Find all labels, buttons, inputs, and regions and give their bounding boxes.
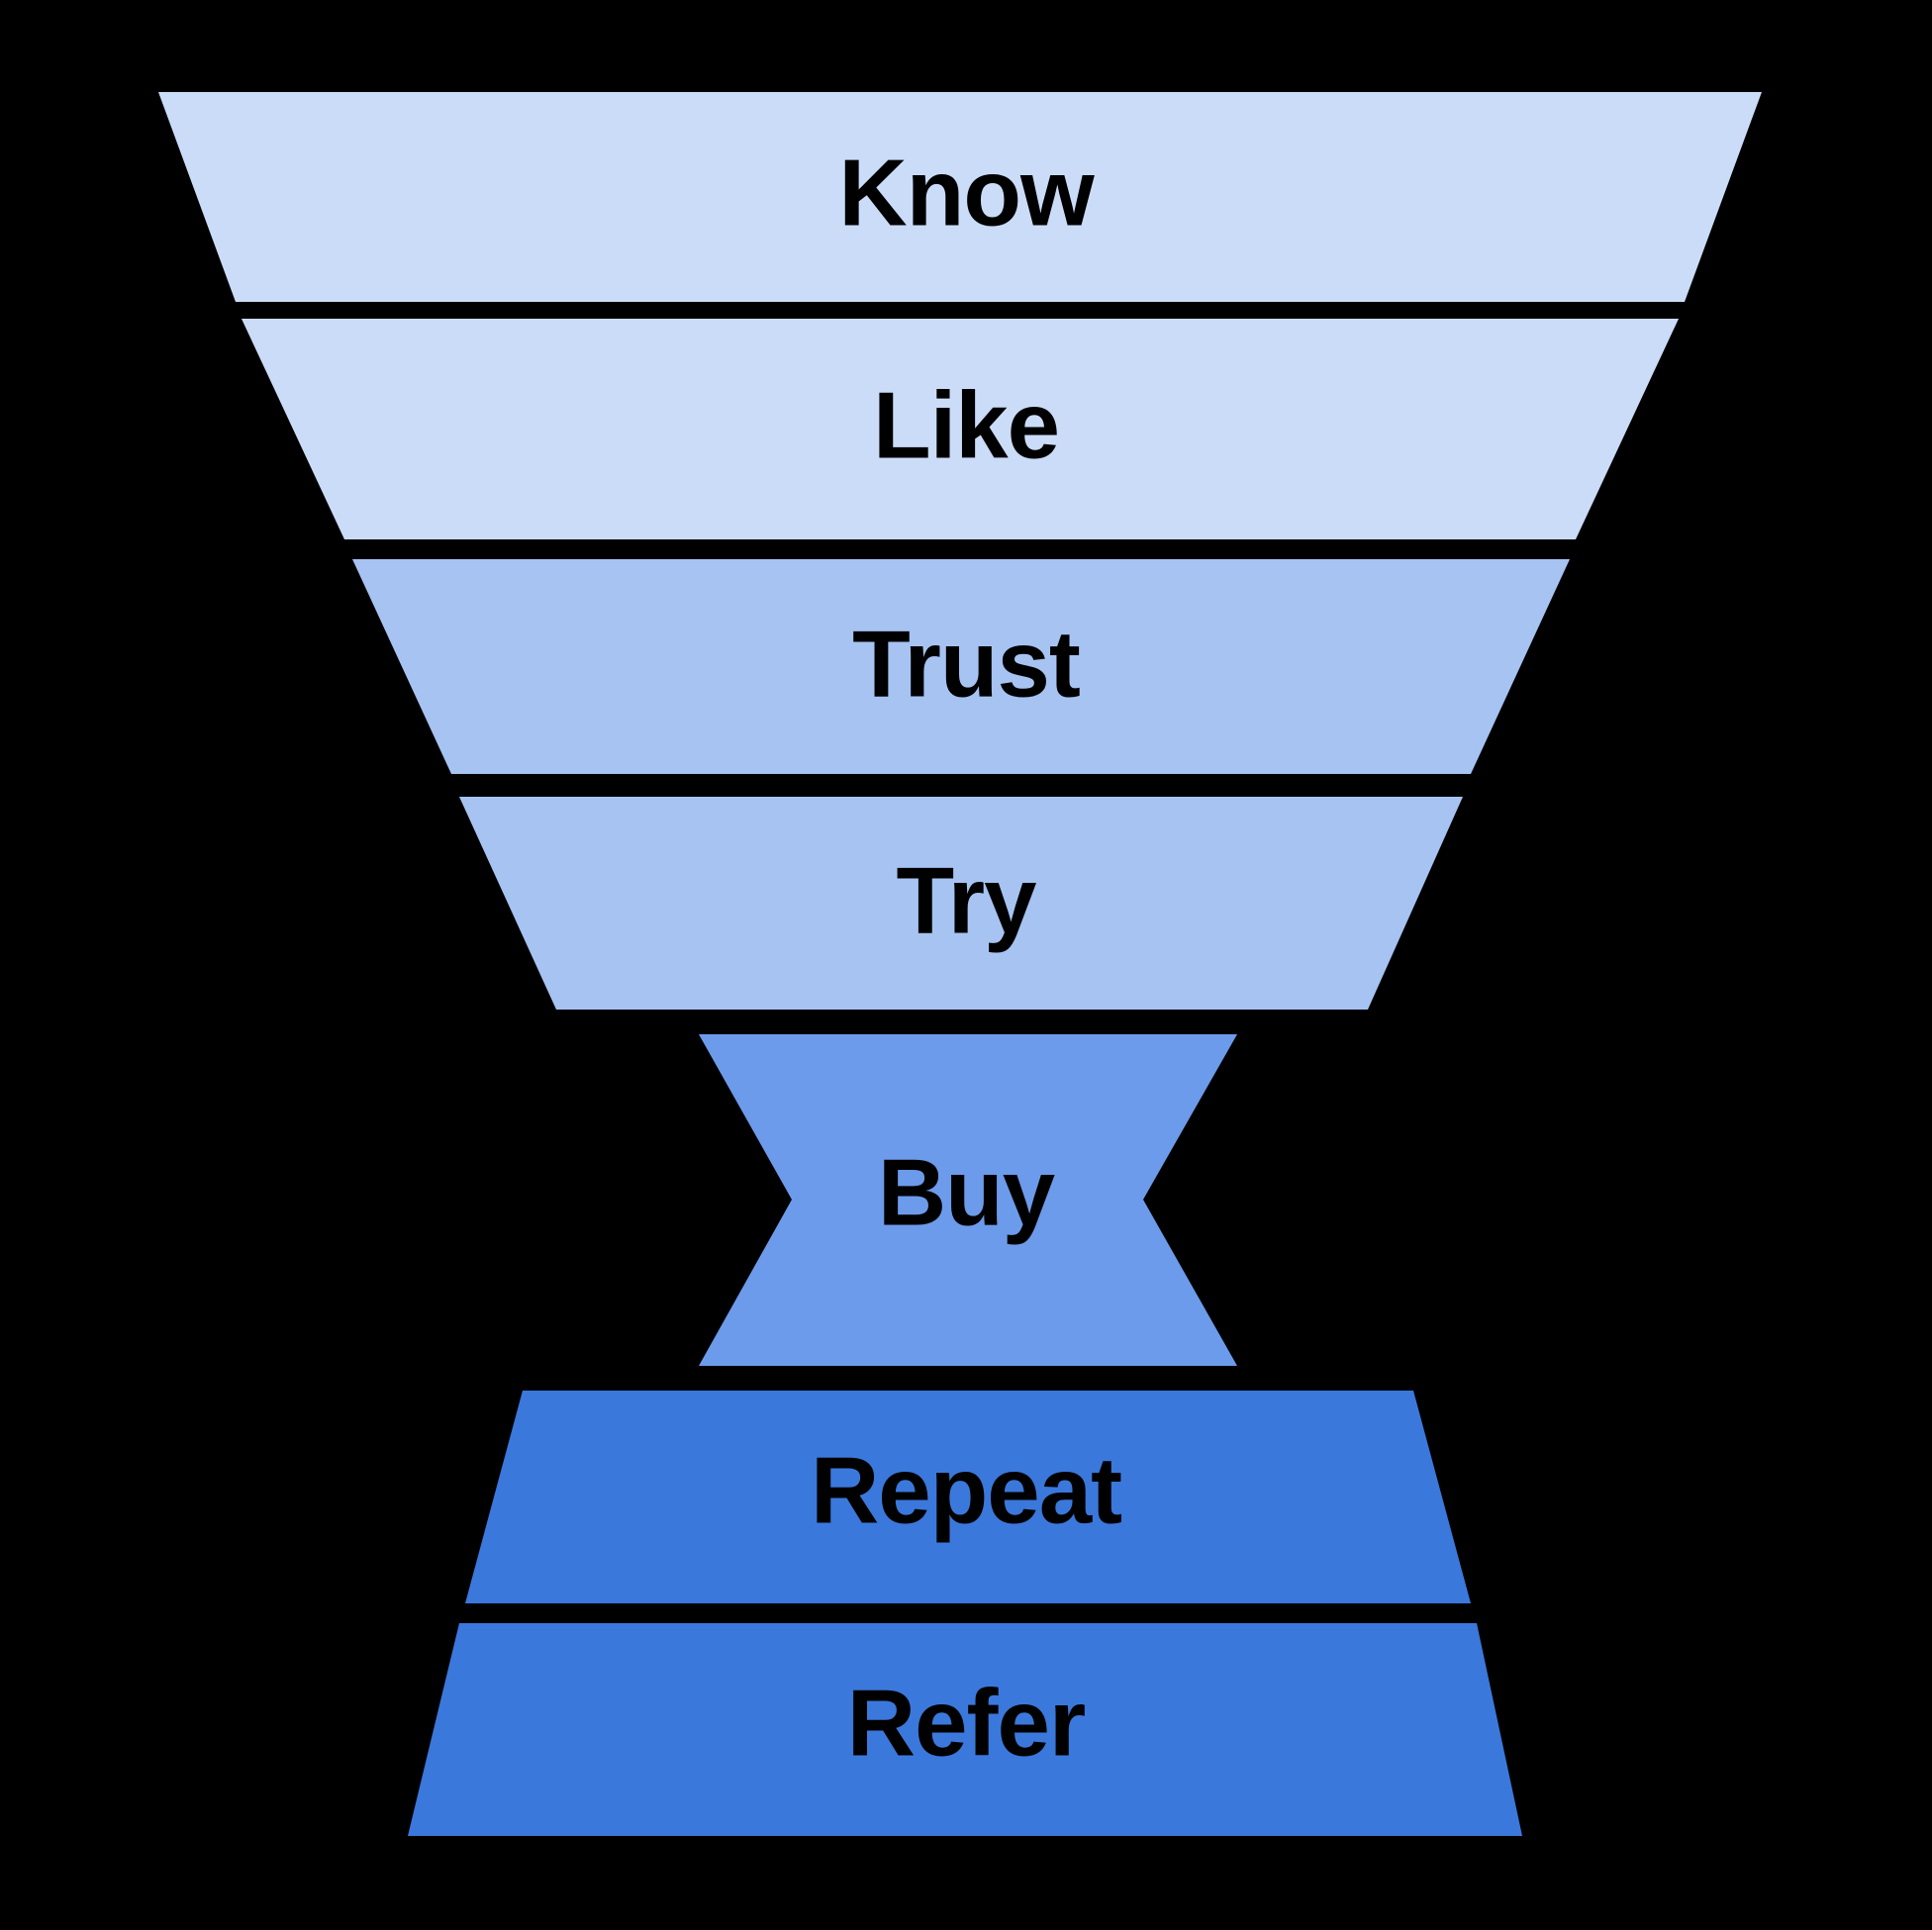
funnel-stage-buy-label: Buy xyxy=(878,1139,1055,1245)
funnel-stage-buy-shape[interactable] xyxy=(699,1034,1237,1366)
funnel-stage-like[interactable]: Like xyxy=(242,319,1679,539)
funnel-stage-repeat-shape[interactable] xyxy=(465,1391,1471,1603)
funnel-stage-repeat[interactable]: Repeat xyxy=(465,1391,1471,1603)
funnel-stage-refer-shape[interactable] xyxy=(408,1623,1522,1836)
funnel-stage-try[interactable]: Try xyxy=(459,797,1463,1010)
funnel-stage-trust-label: Trust xyxy=(852,611,1080,717)
funnel-stage-know-shape[interactable] xyxy=(158,92,1762,302)
funnel-stage-know[interactable]: Know xyxy=(158,92,1762,302)
funnel-stage-repeat-label: Repeat xyxy=(811,1437,1121,1543)
funnel-stage-trust[interactable]: Trust xyxy=(352,559,1570,774)
funnel-stage-trust-shape[interactable] xyxy=(352,559,1570,774)
funnel-stage-try-shape[interactable] xyxy=(459,797,1463,1010)
funnel-stage-refer[interactable]: Refer xyxy=(408,1623,1522,1836)
funnel-stage-refer-label: Refer xyxy=(847,1670,1085,1776)
funnel-stage-try-label: Try xyxy=(896,847,1036,953)
funnel-stage-like-shape[interactable] xyxy=(242,319,1679,539)
funnel-stage-like-label: Like xyxy=(873,372,1059,478)
funnel-stage-know-label: Know xyxy=(838,140,1095,245)
funnel-stage-buy[interactable]: Buy xyxy=(699,1034,1237,1366)
